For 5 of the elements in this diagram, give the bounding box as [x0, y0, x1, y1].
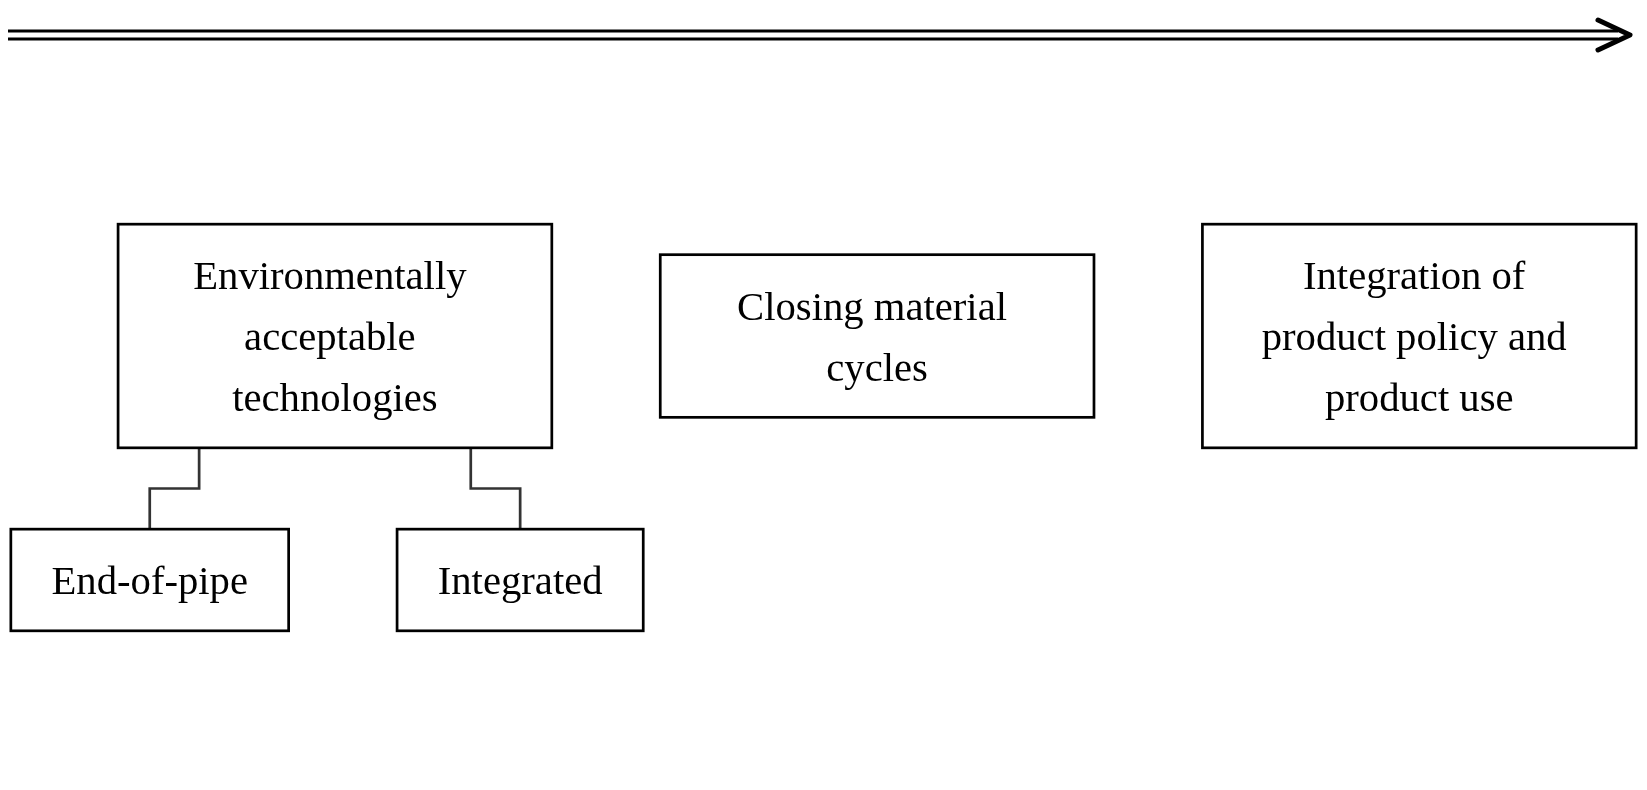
node-box: Integrated [395, 527, 645, 633]
node-box: End-of-pipe [9, 527, 290, 633]
node-box: Environmentally acceptable technologies [116, 222, 554, 450]
node-box: Integration of product policy and product use [1201, 222, 1638, 450]
node-box: Closing material cycles [658, 253, 1096, 419]
